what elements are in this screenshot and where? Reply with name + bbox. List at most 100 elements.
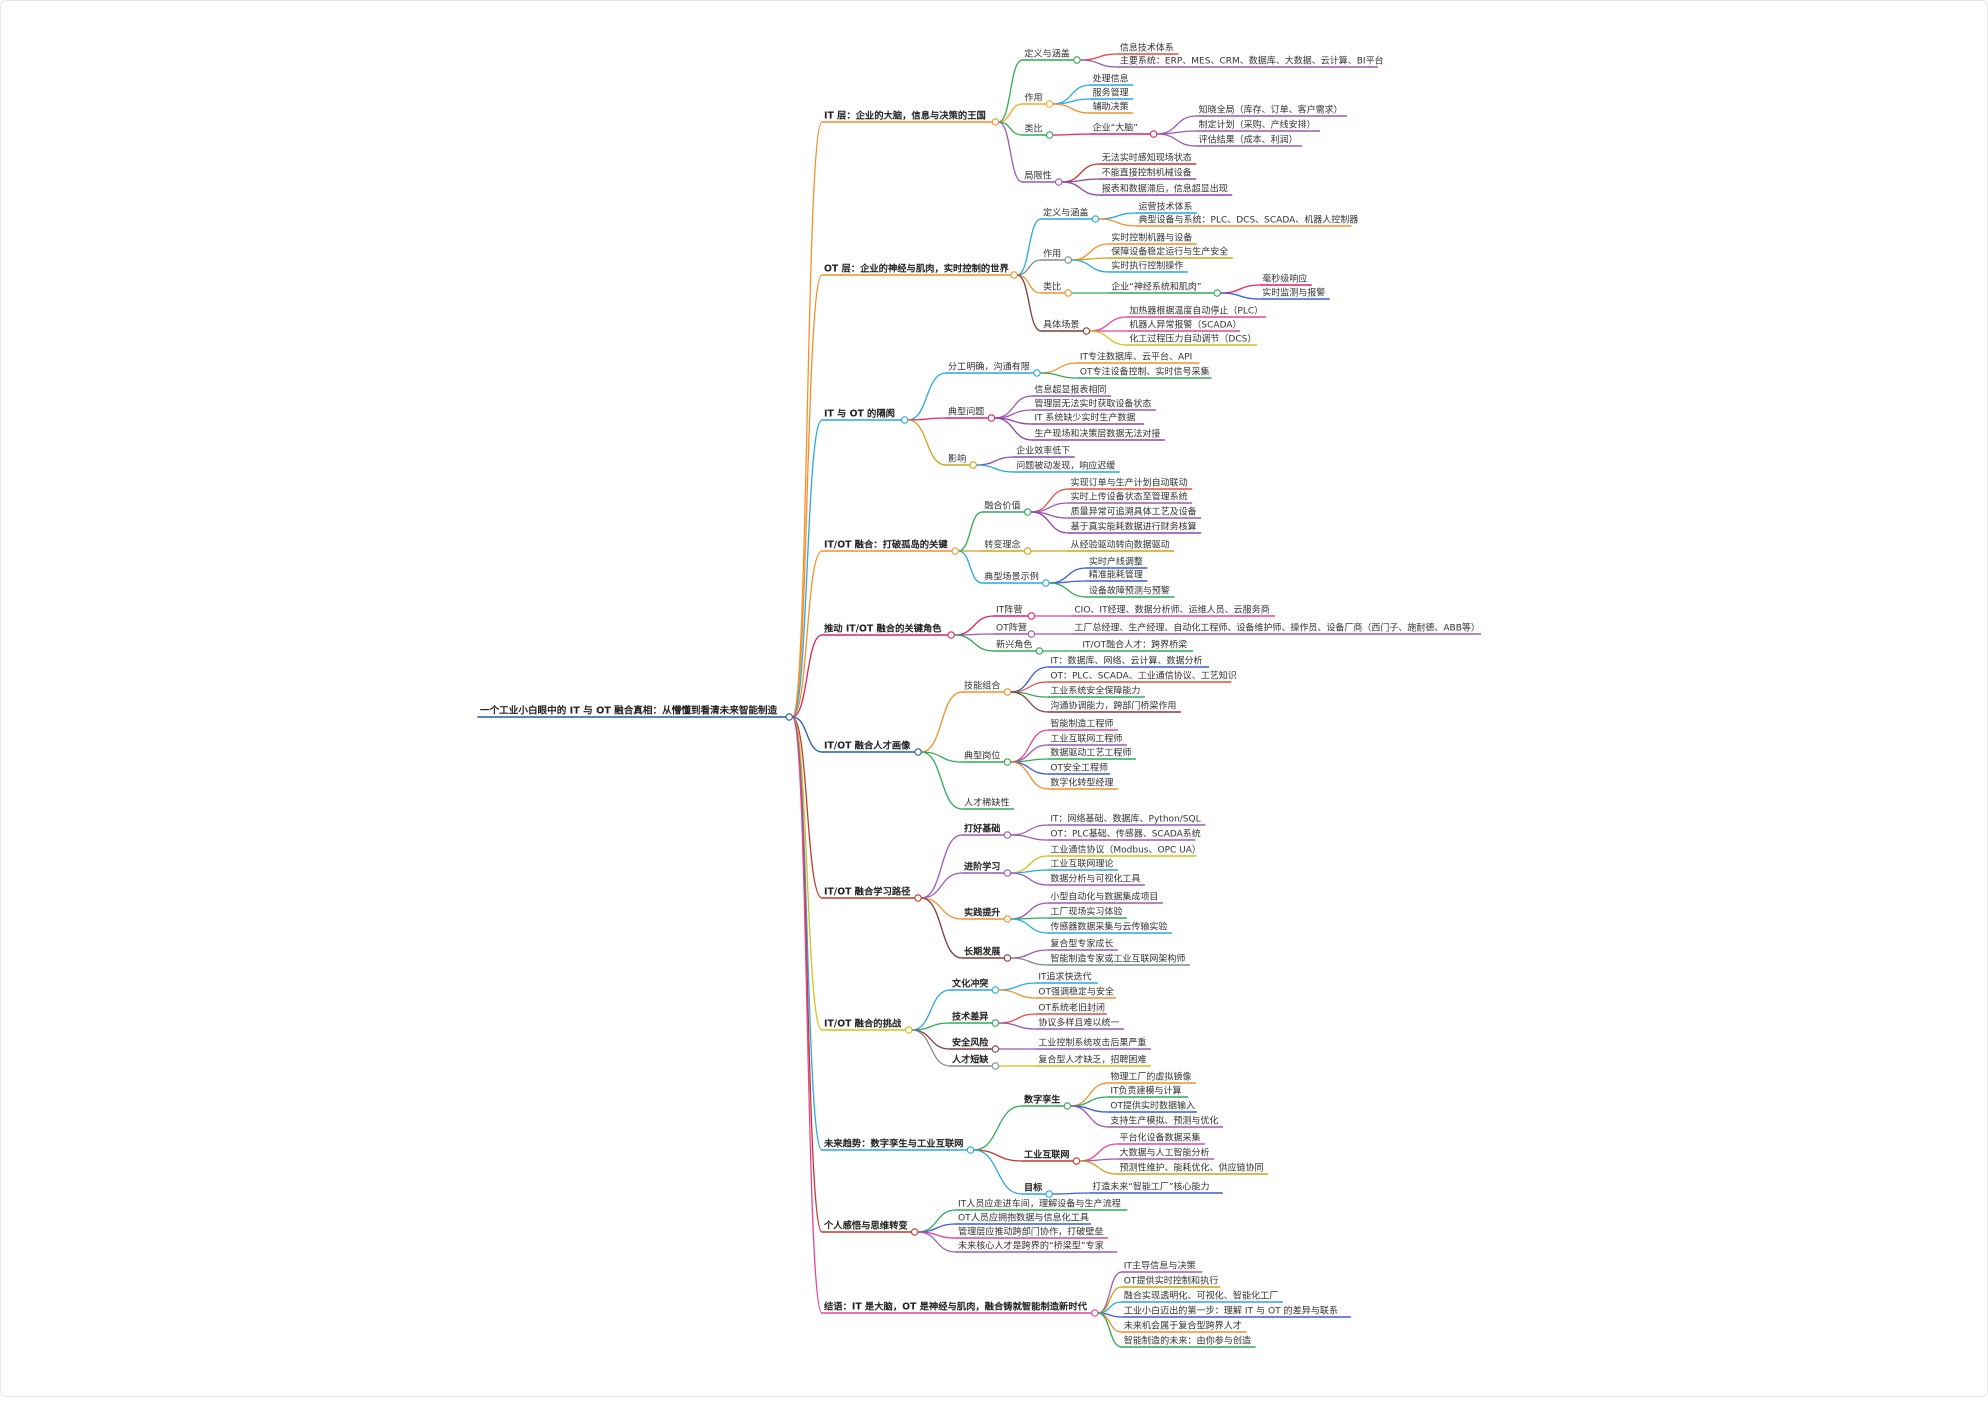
node-6-3-0[interactable]: 复合型专家成长 [1050, 938, 1113, 950]
branch-8-knob[interactable] [966, 1146, 975, 1154]
branch-10-child-5[interactable]: 智能制造的未来：由你参与创造 [1124, 1335, 1251, 1347]
node-7-0-0[interactable]: IT追求快迭代 [1038, 971, 1091, 983]
node-2-2-0[interactable]: 企业效率低下 [1016, 445, 1070, 457]
branch-4-child-0-knob[interactable] [1027, 612, 1036, 620]
branch-0-label[interactable]: IT 层：企业的大脑，信息与决策的王国 [824, 110, 986, 122]
branch-3-child-0-knob[interactable] [1023, 508, 1032, 516]
node-3-2-1[interactable]: 精准能耗管理 [1089, 569, 1143, 581]
branch-2-label[interactable]: IT 与 OT 的隔阂 [824, 408, 895, 420]
node-1-3-0[interactable]: 加热器根据温度自动停止（PLC） [1129, 305, 1263, 317]
node-6-0-0[interactable]: IT：网络基础、数据库、Python/SQL [1050, 813, 1200, 825]
node-8-0-0[interactable]: 物理工厂的虚拟镜像 [1110, 1071, 1191, 1083]
branch-2-child-0-knob[interactable] [1033, 369, 1041, 377]
branch-5-child-0[interactable]: 技能组合 [964, 680, 1000, 692]
node-4-2-0[interactable]: IT/OT融合人才：跨界桥梁 [1082, 639, 1187, 651]
node-1-0-1[interactable]: 典型设备与系统：PLC、DCS、SCADA、机器人控制器 [1139, 214, 1359, 226]
branch-0-child-0-knob[interactable] [1073, 56, 1081, 64]
branch-6-child-3-knob[interactable] [1003, 954, 1012, 962]
branch-1-child-0-knob[interactable] [1091, 215, 1100, 223]
node-0-3-2[interactable]: 报表和数据滞后，信息超显出现 [1102, 183, 1228, 195]
node-0-2-0-knob[interactable] [1149, 130, 1158, 138]
node-0-0-1[interactable]: 主要系统：ERP、MES、CRM、数据库、大数据、云计算、BI平台 [1120, 55, 1384, 67]
branch-8-child-2-knob[interactable] [1045, 1190, 1053, 1198]
branch-7-child-2[interactable]: 安全风险 [952, 1037, 989, 1049]
node-0-2-0[interactable]: 企业“大脑” [1093, 122, 1138, 134]
node-2-0-0[interactable]: IT专注数据库、云平台、API [1080, 351, 1192, 363]
node-5-0-1[interactable]: OT：PLC、SCADA、工业通信协议、工艺知识 [1050, 670, 1236, 682]
branch-4-child-0[interactable]: IT阵营 [996, 604, 1022, 616]
branch-7-knob[interactable] [904, 1026, 913, 1034]
branch-5-child-0-knob[interactable] [1003, 688, 1012, 696]
node-0-0-0[interactable]: 信息技术体系 [1120, 42, 1174, 54]
node-2-1-2[interactable]: IT 系统缺少实时生产数据 [1034, 412, 1135, 424]
branch-10-child-4[interactable]: 未来机会属于复合型跨界人才 [1124, 1320, 1242, 1332]
node-3-2-0[interactable]: 实时产线调整 [1089, 556, 1143, 568]
branch-7-child-1[interactable]: 技术差异 [952, 1011, 988, 1023]
branch-7-child-2-knob[interactable] [991, 1045, 1000, 1053]
branch-1-child-2[interactable]: 类比 [1043, 281, 1061, 293]
branch-9-knob[interactable] [910, 1228, 919, 1236]
branch-1-child-3-knob[interactable] [1082, 327, 1091, 335]
branch-6-child-1[interactable]: 进阶学习 [964, 861, 1000, 873]
node-5-1-0[interactable]: 智能制造工程师 [1050, 718, 1113, 730]
branch-5-child-1-knob[interactable] [1003, 758, 1012, 766]
node-3-0-1[interactable]: 实时上传设备状态至管理系统 [1071, 491, 1188, 503]
node-5-0-2[interactable]: 工业系统安全保障能力 [1050, 685, 1140, 697]
branch-4-child-1-knob[interactable] [1027, 630, 1036, 638]
branch-0-child-2[interactable]: 类比 [1024, 123, 1042, 135]
branch-8-child-0[interactable]: 数字孪生 [1023, 1094, 1060, 1106]
branch-7-child-0[interactable]: 文化冲突 [951, 978, 989, 990]
node-3-2-2[interactable]: 设备故障预测与预警 [1089, 585, 1170, 597]
node-1-3-1[interactable]: 机器人异常报警（SCADA） [1129, 319, 1241, 331]
branch-3-label[interactable]: IT/OT 融合：打破孤岛的关键 [824, 539, 948, 551]
branch-6-child-2-knob[interactable] [1003, 915, 1012, 923]
node-5-0-3[interactable]: 沟通协调能力，跨部门桥梁作用 [1050, 700, 1176, 712]
branch-3-child-0[interactable]: 融合价值 [984, 500, 1020, 512]
branch-3-child-1[interactable]: 转变理念 [984, 539, 1020, 551]
branch-6-label[interactable]: IT/OT 融合学习路径 [824, 886, 911, 898]
branch-8-child-0-knob[interactable] [1063, 1102, 1072, 1110]
node-0-3-0[interactable]: 无法实时感知现场状态 [1102, 152, 1192, 164]
branch-9-child-0[interactable]: IT人员应走进车间，理解设备与生产流程 [958, 1198, 1121, 1210]
node-1-2-0-0[interactable]: 毫秒级响应 [1262, 273, 1307, 285]
node-3-0-2[interactable]: 质量异常可追溯具体工艺及设备 [1071, 506, 1197, 518]
node-8-0-2[interactable]: OT提供实时数据输入 [1110, 1100, 1195, 1112]
node-0-2-0-2[interactable]: 评估结果（成本、利润） [1199, 134, 1298, 146]
branch-0-knob[interactable] [991, 118, 1000, 126]
node-7-1-0[interactable]: OT系统老旧封闭 [1038, 1002, 1105, 1014]
branch-7-child-3-knob[interactable] [991, 1062, 1000, 1070]
node-1-1-2[interactable]: 实时执行控制操作 [1111, 260, 1183, 272]
branch-0-child-3[interactable]: 局限性 [1024, 170, 1051, 182]
node-8-0-3[interactable]: 支持生产模拟、预测与优化 [1110, 1115, 1218, 1127]
node-7-1-1[interactable]: 协议多样且难以统一 [1038, 1017, 1119, 1029]
node-0-1-1[interactable]: 服务管理 [1093, 87, 1129, 99]
node-3-0-3[interactable]: 基于真实能耗数据进行财务核算 [1071, 521, 1197, 533]
branch-4-label[interactable]: 推动 IT/OT 融合的关键角色 [824, 623, 942, 635]
node-3-1-0[interactable]: 从经验驱动转向数据驱动 [1071, 539, 1170, 551]
branch-5-child-1[interactable]: 典型岗位 [964, 750, 1000, 762]
branch-10-knob[interactable] [1090, 1309, 1099, 1317]
node-8-2-0[interactable]: 打造未来“智能工厂”核心能力 [1092, 1181, 1209, 1193]
branch-10-child-1[interactable]: OT提供实时控制和执行 [1124, 1275, 1219, 1287]
branch-10-label[interactable]: 结语：IT 是大脑，OT 是神经与肌肉，融合铸就智能制造新时代 [823, 1301, 1088, 1313]
branch-3-child-2-knob[interactable] [1042, 579, 1050, 587]
node-7-2-0[interactable]: 工业控制系统攻击后果严重 [1038, 1037, 1146, 1049]
branch-3-child-1-knob[interactable] [1023, 547, 1032, 555]
node-0-1-0[interactable]: 处理信息 [1093, 73, 1129, 85]
branch-3-knob[interactable] [951, 547, 959, 555]
branch-0-child-0[interactable]: 定义与涵盖 [1024, 48, 1069, 60]
node-5-0-0[interactable]: IT：数据库、网络、云计算、数据分析 [1050, 655, 1202, 667]
branch-0-child-3-knob[interactable] [1054, 178, 1063, 186]
node-1-1-1[interactable]: 保障设备稳定运行与生产安全 [1111, 246, 1228, 258]
node-8-1-2[interactable]: 预测性维护、能耗优化、供应链协同 [1120, 1162, 1264, 1174]
node-2-1-3[interactable]: 生产现场和决策层数据无法对接 [1034, 428, 1160, 440]
node-7-0-1[interactable]: OT强调稳定与安全 [1038, 986, 1114, 998]
branch-5-label[interactable]: IT/OT 融合人才画像 [824, 740, 911, 752]
branch-4-child-2-knob[interactable] [1035, 647, 1044, 655]
node-0-3-1[interactable]: 不能直接控制机械设备 [1102, 167, 1192, 179]
branch-8-label[interactable]: 未来趋势：数字孪生与工业互联网 [823, 1138, 963, 1150]
node-5-1-4[interactable]: 数字化转型经理 [1050, 777, 1113, 789]
node-6-2-1[interactable]: 工厂现场实习体验 [1050, 906, 1122, 918]
node-4-0-0[interactable]: CIO、IT经理、数据分析师、运维人员、云服务商 [1074, 604, 1269, 616]
node-2-1-1[interactable]: 管理层无法实时获取设备状态 [1034, 398, 1151, 410]
